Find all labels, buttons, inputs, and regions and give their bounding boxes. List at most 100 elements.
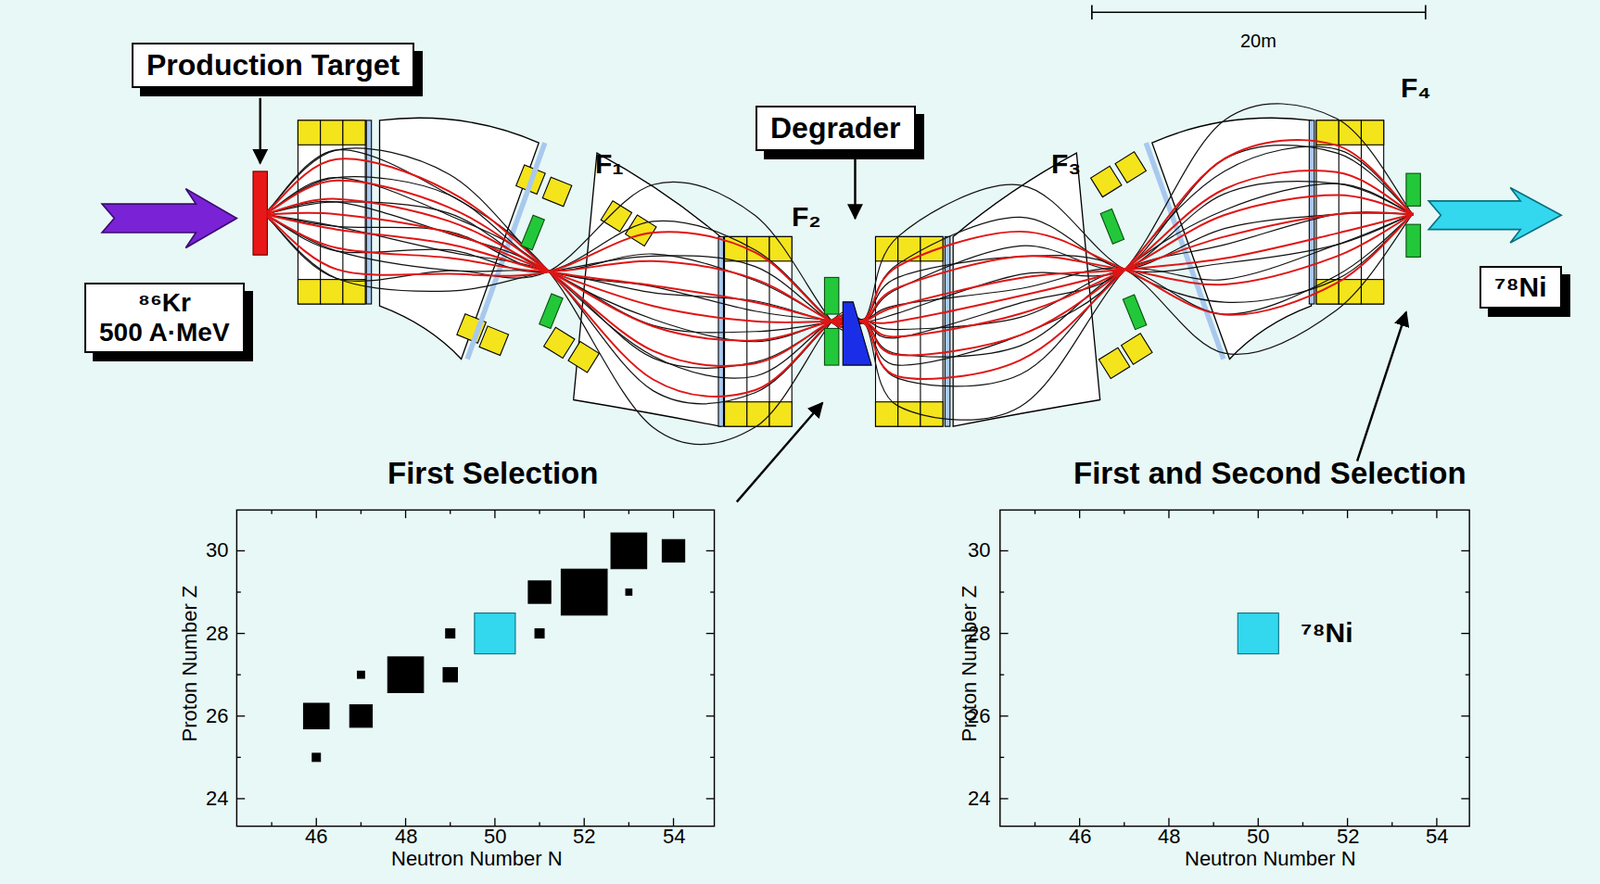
product-box: ⁷⁸Ni (1479, 266, 1562, 309)
tick (236, 591, 241, 593)
drawing-part (520, 215, 545, 251)
slits (520, 173, 1421, 366)
focus-name: F₂ (791, 201, 822, 232)
tick (236, 633, 245, 635)
tick (1212, 509, 1214, 514)
drawing-part (258, 98, 261, 164)
tick (270, 822, 272, 826)
drawing-part (544, 327, 575, 358)
tick (1465, 674, 1470, 676)
ray-red (266, 195, 1413, 338)
tick (449, 509, 451, 514)
drawing-part (342, 120, 366, 145)
tick (1000, 591, 1004, 593)
tick-label: 24 (967, 787, 991, 811)
tick-label: 26 (967, 705, 991, 728)
drawing-part (1121, 333, 1153, 365)
tick (270, 509, 272, 514)
node-text: Production Target (146, 48, 400, 83)
tick (1460, 798, 1470, 800)
drawing-part (320, 279, 343, 305)
drawing-part (366, 120, 372, 305)
tick (1460, 633, 1470, 635)
ray-black (266, 145, 1413, 339)
tick (360, 509, 362, 514)
isotope (349, 705, 372, 728)
drawing-part (769, 236, 792, 261)
isotope (560, 569, 608, 616)
tick (628, 822, 630, 826)
tick (1000, 757, 1004, 759)
tick (584, 509, 585, 519)
tick-label: 52 (1336, 825, 1359, 849)
tick (673, 509, 674, 519)
drawing-part (768, 261, 770, 403)
drawing-part (853, 159, 856, 219)
tick (628, 509, 630, 514)
ray-black (266, 146, 1413, 420)
tick (1302, 822, 1304, 826)
drawing-part (1115, 152, 1146, 183)
drawing-part (1000, 509, 1470, 826)
tick (1391, 509, 1393, 514)
isotope (312, 753, 321, 762)
tick-label: 30 (967, 539, 991, 562)
drawing-part (1122, 294, 1146, 331)
plot-ticks (236, 509, 1470, 826)
ray-black (266, 148, 1413, 379)
selected-isotope (1237, 613, 1279, 655)
drawing-part (897, 261, 899, 403)
drawing-part (824, 328, 839, 366)
drawing-part (920, 402, 943, 427)
drawing-part (1100, 209, 1124, 245)
tick-label: 48 (1157, 825, 1181, 849)
tick (360, 822, 362, 826)
tick-label: 50 (483, 825, 507, 849)
tick (236, 715, 245, 717)
scale-length: 20m (1240, 30, 1277, 51)
tick (1302, 509, 1304, 514)
drawing-part (1360, 279, 1384, 305)
isotope (443, 667, 458, 682)
tick-label: 54 (662, 825, 686, 849)
plot-frames (236, 509, 1470, 826)
focus-name: F₃ (1051, 148, 1081, 179)
axis-title: Neutron Number N (1184, 848, 1357, 871)
tick (1460, 715, 1470, 717)
tick (706, 550, 715, 552)
tick (1034, 509, 1036, 514)
tick (538, 509, 540, 514)
node-text: Degrader (770, 111, 902, 146)
drawing-part (539, 293, 563, 330)
tick (236, 757, 241, 759)
focus-name: F₄ (1400, 72, 1432, 103)
tick-label: 46 (1068, 825, 1092, 849)
pointer-arrows (260, 98, 1407, 503)
isotope (528, 581, 551, 604)
drawing-part (542, 177, 572, 207)
drawing-part (297, 120, 320, 145)
scale-bar (1092, 5, 1426, 20)
tick-label: 52 (572, 825, 596, 849)
tick (236, 674, 241, 676)
tick (1257, 509, 1259, 519)
isotope-squares (303, 533, 1279, 762)
drawing-part (875, 402, 898, 427)
drawing (101, 5, 1562, 827)
tick (1079, 509, 1080, 519)
beam-trajectories (266, 103, 1413, 445)
drawing-part (898, 402, 921, 427)
axis-title: Neutron Number N (391, 848, 563, 871)
isotope-name: ⁷⁸Ni (1300, 617, 1354, 648)
tick (706, 798, 715, 800)
drawing-part (379, 117, 539, 359)
tick-label: 24 (205, 787, 229, 811)
drawing-part (1338, 144, 1340, 280)
node-text: ⁷⁸Ni (1494, 271, 1548, 304)
tick (1000, 715, 1009, 717)
tick (710, 674, 714, 676)
ray-black (266, 177, 1413, 343)
drawing-part (769, 402, 792, 427)
drawing-part (824, 277, 839, 315)
